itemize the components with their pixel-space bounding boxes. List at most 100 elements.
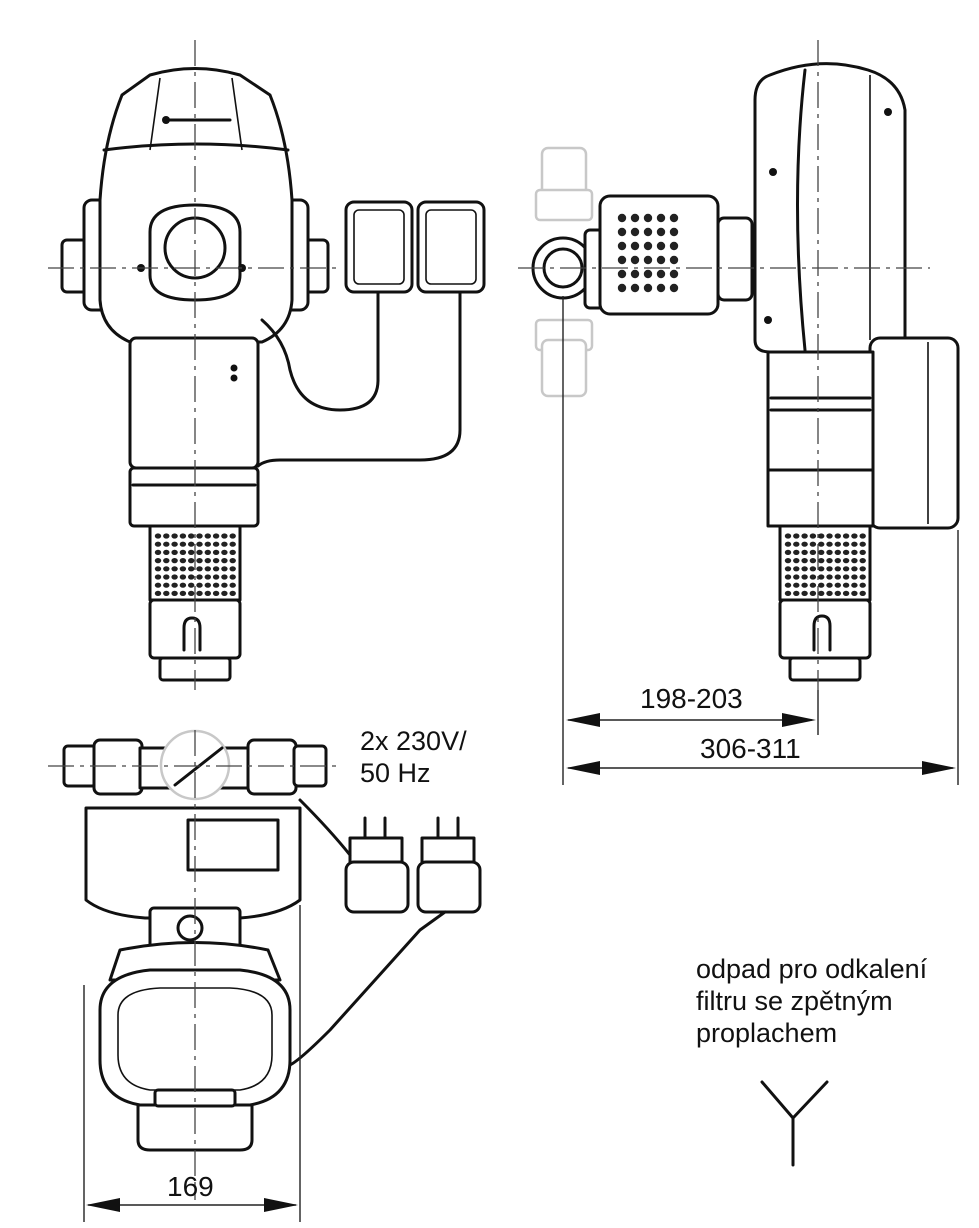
perforation-hole bbox=[834, 566, 841, 572]
perforation-hole bbox=[196, 582, 203, 588]
perforation-hole bbox=[179, 566, 187, 572]
perforation-hole bbox=[669, 269, 679, 279]
perforation-hole bbox=[842, 582, 850, 588]
perforation-hole bbox=[212, 582, 220, 588]
perforation-hole bbox=[212, 549, 220, 556]
perforation-hole bbox=[851, 549, 858, 556]
perforation-hole bbox=[630, 255, 640, 265]
perforation-hole bbox=[179, 549, 187, 556]
perforation-hole bbox=[834, 533, 841, 539]
front-view bbox=[48, 40, 486, 690]
perforation-hole bbox=[842, 558, 850, 564]
perforation-hole bbox=[842, 549, 850, 556]
perforation-hole bbox=[851, 533, 858, 539]
perforation-hole bbox=[212, 566, 220, 572]
perforation-hole bbox=[179, 582, 187, 588]
perforation-hole bbox=[784, 574, 792, 580]
power-label-line2: 50 Hz bbox=[360, 758, 431, 788]
perforation-hole bbox=[188, 541, 195, 547]
perforation-hole bbox=[842, 574, 850, 580]
perforation-hole bbox=[643, 213, 653, 223]
perforation-hole bbox=[229, 533, 236, 539]
perforation-hole bbox=[196, 541, 203, 547]
perforation-hole bbox=[793, 541, 800, 547]
perforation-hole bbox=[617, 213, 627, 223]
perforation-hole bbox=[834, 558, 841, 564]
perforation-hole bbox=[851, 590, 858, 597]
perforation-hole bbox=[656, 227, 666, 237]
perforation-hole bbox=[643, 269, 653, 279]
perforation-hole bbox=[669, 213, 679, 223]
perforation-hole bbox=[842, 566, 850, 572]
power-label-line1: 2x 230V/ bbox=[360, 726, 467, 756]
perforation-hole bbox=[801, 558, 808, 564]
perforation-hole bbox=[188, 558, 195, 564]
perforation-hole bbox=[630, 227, 640, 237]
perforation-hole bbox=[859, 590, 866, 597]
perforation-hole bbox=[643, 283, 653, 293]
perforation-hole bbox=[163, 549, 170, 556]
perforation-hole bbox=[818, 558, 825, 564]
perforation-hole bbox=[801, 590, 808, 597]
perforation-hole bbox=[204, 566, 211, 572]
perforation-hole bbox=[834, 541, 841, 547]
perforation-hole bbox=[154, 582, 162, 588]
perforation-hole bbox=[630, 269, 640, 279]
perforation-hole bbox=[643, 241, 653, 251]
perforation-hole bbox=[784, 549, 792, 556]
perforation-hole bbox=[221, 558, 228, 564]
perforation-hole bbox=[793, 582, 800, 588]
perforation-hole bbox=[851, 574, 858, 580]
perforation-hole bbox=[196, 549, 203, 556]
perforation-hole bbox=[179, 541, 187, 547]
perforation-hole bbox=[826, 558, 833, 564]
perforation-hole bbox=[669, 255, 679, 265]
perforation-hole bbox=[163, 574, 170, 580]
perforation-hole bbox=[630, 213, 640, 223]
perforation-hole bbox=[851, 558, 858, 564]
perforation-hole bbox=[212, 590, 220, 597]
perforation-hole bbox=[188, 582, 195, 588]
perforation-hole bbox=[784, 541, 792, 547]
perforation-hole bbox=[229, 582, 236, 588]
perforation-hole bbox=[826, 566, 833, 572]
perforation-hole bbox=[188, 533, 195, 539]
side-view bbox=[518, 40, 960, 690]
perforation-hole bbox=[171, 533, 178, 539]
perforation-hole bbox=[826, 541, 833, 547]
perforation-hole bbox=[859, 533, 866, 539]
perforation-hole bbox=[229, 566, 236, 572]
perforation-hole bbox=[793, 558, 800, 564]
perforation-hole bbox=[784, 566, 792, 572]
perforation-hole bbox=[826, 582, 833, 588]
perforation-hole bbox=[784, 590, 792, 597]
perforation-hole bbox=[196, 590, 203, 597]
perforation-hole bbox=[171, 566, 178, 572]
perforation-hole bbox=[204, 541, 211, 547]
perforation-hole bbox=[859, 582, 866, 588]
perforation-hole bbox=[196, 574, 203, 580]
drain-note-line3: proplachem bbox=[696, 1018, 837, 1048]
perforation-hole bbox=[656, 213, 666, 223]
perforation-hole bbox=[179, 590, 187, 597]
perforation-hole bbox=[163, 558, 170, 564]
perforation-hole bbox=[204, 549, 211, 556]
perforation-hole bbox=[656, 255, 666, 265]
perforation-hole bbox=[809, 558, 817, 564]
perforation-hole bbox=[154, 566, 162, 572]
perforation-hole bbox=[617, 283, 627, 293]
perforation-hole bbox=[204, 558, 211, 564]
perforation-hole bbox=[229, 574, 236, 580]
perforation-hole bbox=[801, 549, 808, 556]
perforation-hole bbox=[851, 541, 858, 547]
perforation-hole bbox=[171, 574, 178, 580]
perforation-hole bbox=[204, 574, 211, 580]
perforation-hole bbox=[809, 566, 817, 572]
drain-symbol bbox=[760, 1080, 829, 1167]
perforation-hole bbox=[630, 283, 640, 293]
perforation-hole bbox=[851, 582, 858, 588]
drain-note-line1: odpad pro odkalení bbox=[696, 954, 928, 984]
perforation-hole bbox=[196, 533, 203, 539]
perforation-hole bbox=[617, 255, 627, 265]
perforation-hole bbox=[801, 541, 808, 547]
